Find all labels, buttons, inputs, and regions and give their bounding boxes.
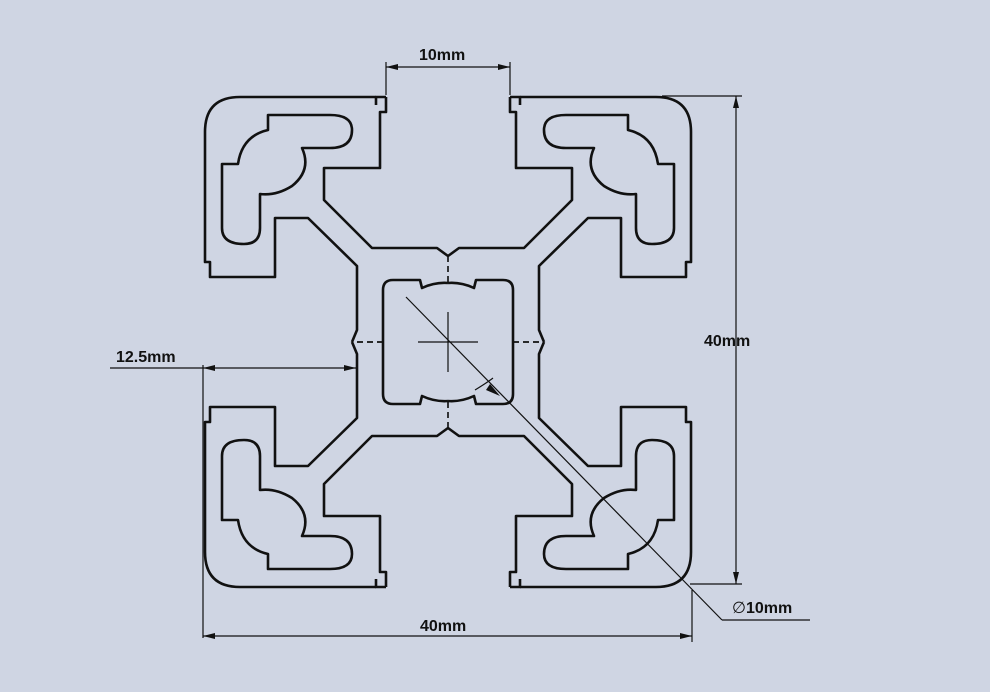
dim-width: 40mm — [420, 618, 467, 635]
dim-bore: ∅10mm — [732, 600, 793, 617]
dim-height: 40mm — [704, 333, 751, 350]
diameter-icon: ∅ — [732, 600, 746, 617]
dim-offset: 12.5mm — [116, 349, 176, 366]
dim-slot-width: 10mm — [419, 47, 466, 64]
